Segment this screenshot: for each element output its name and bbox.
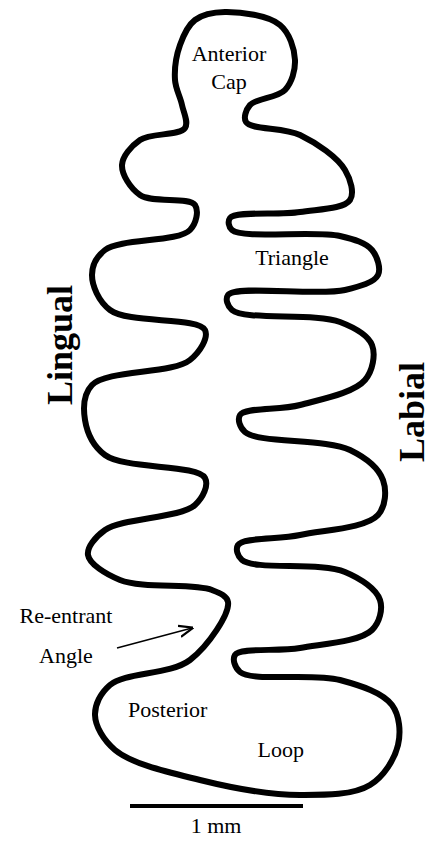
- part-name: Re-entrant Angle: [5, 596, 127, 676]
- leader-arrow: [117, 628, 192, 648]
- part-name: Posterior Loop: [128, 690, 304, 770]
- molar-outline: [84, 12, 399, 795]
- scale-bar: [130, 804, 303, 808]
- side-label: Lingual: [42, 285, 78, 405]
- scale-label: 1 mm: [176, 812, 256, 840]
- part-name: Triangle: [232, 244, 352, 272]
- side-label: Labial: [394, 362, 430, 462]
- part-name: Anterior Cap: [181, 40, 277, 96]
